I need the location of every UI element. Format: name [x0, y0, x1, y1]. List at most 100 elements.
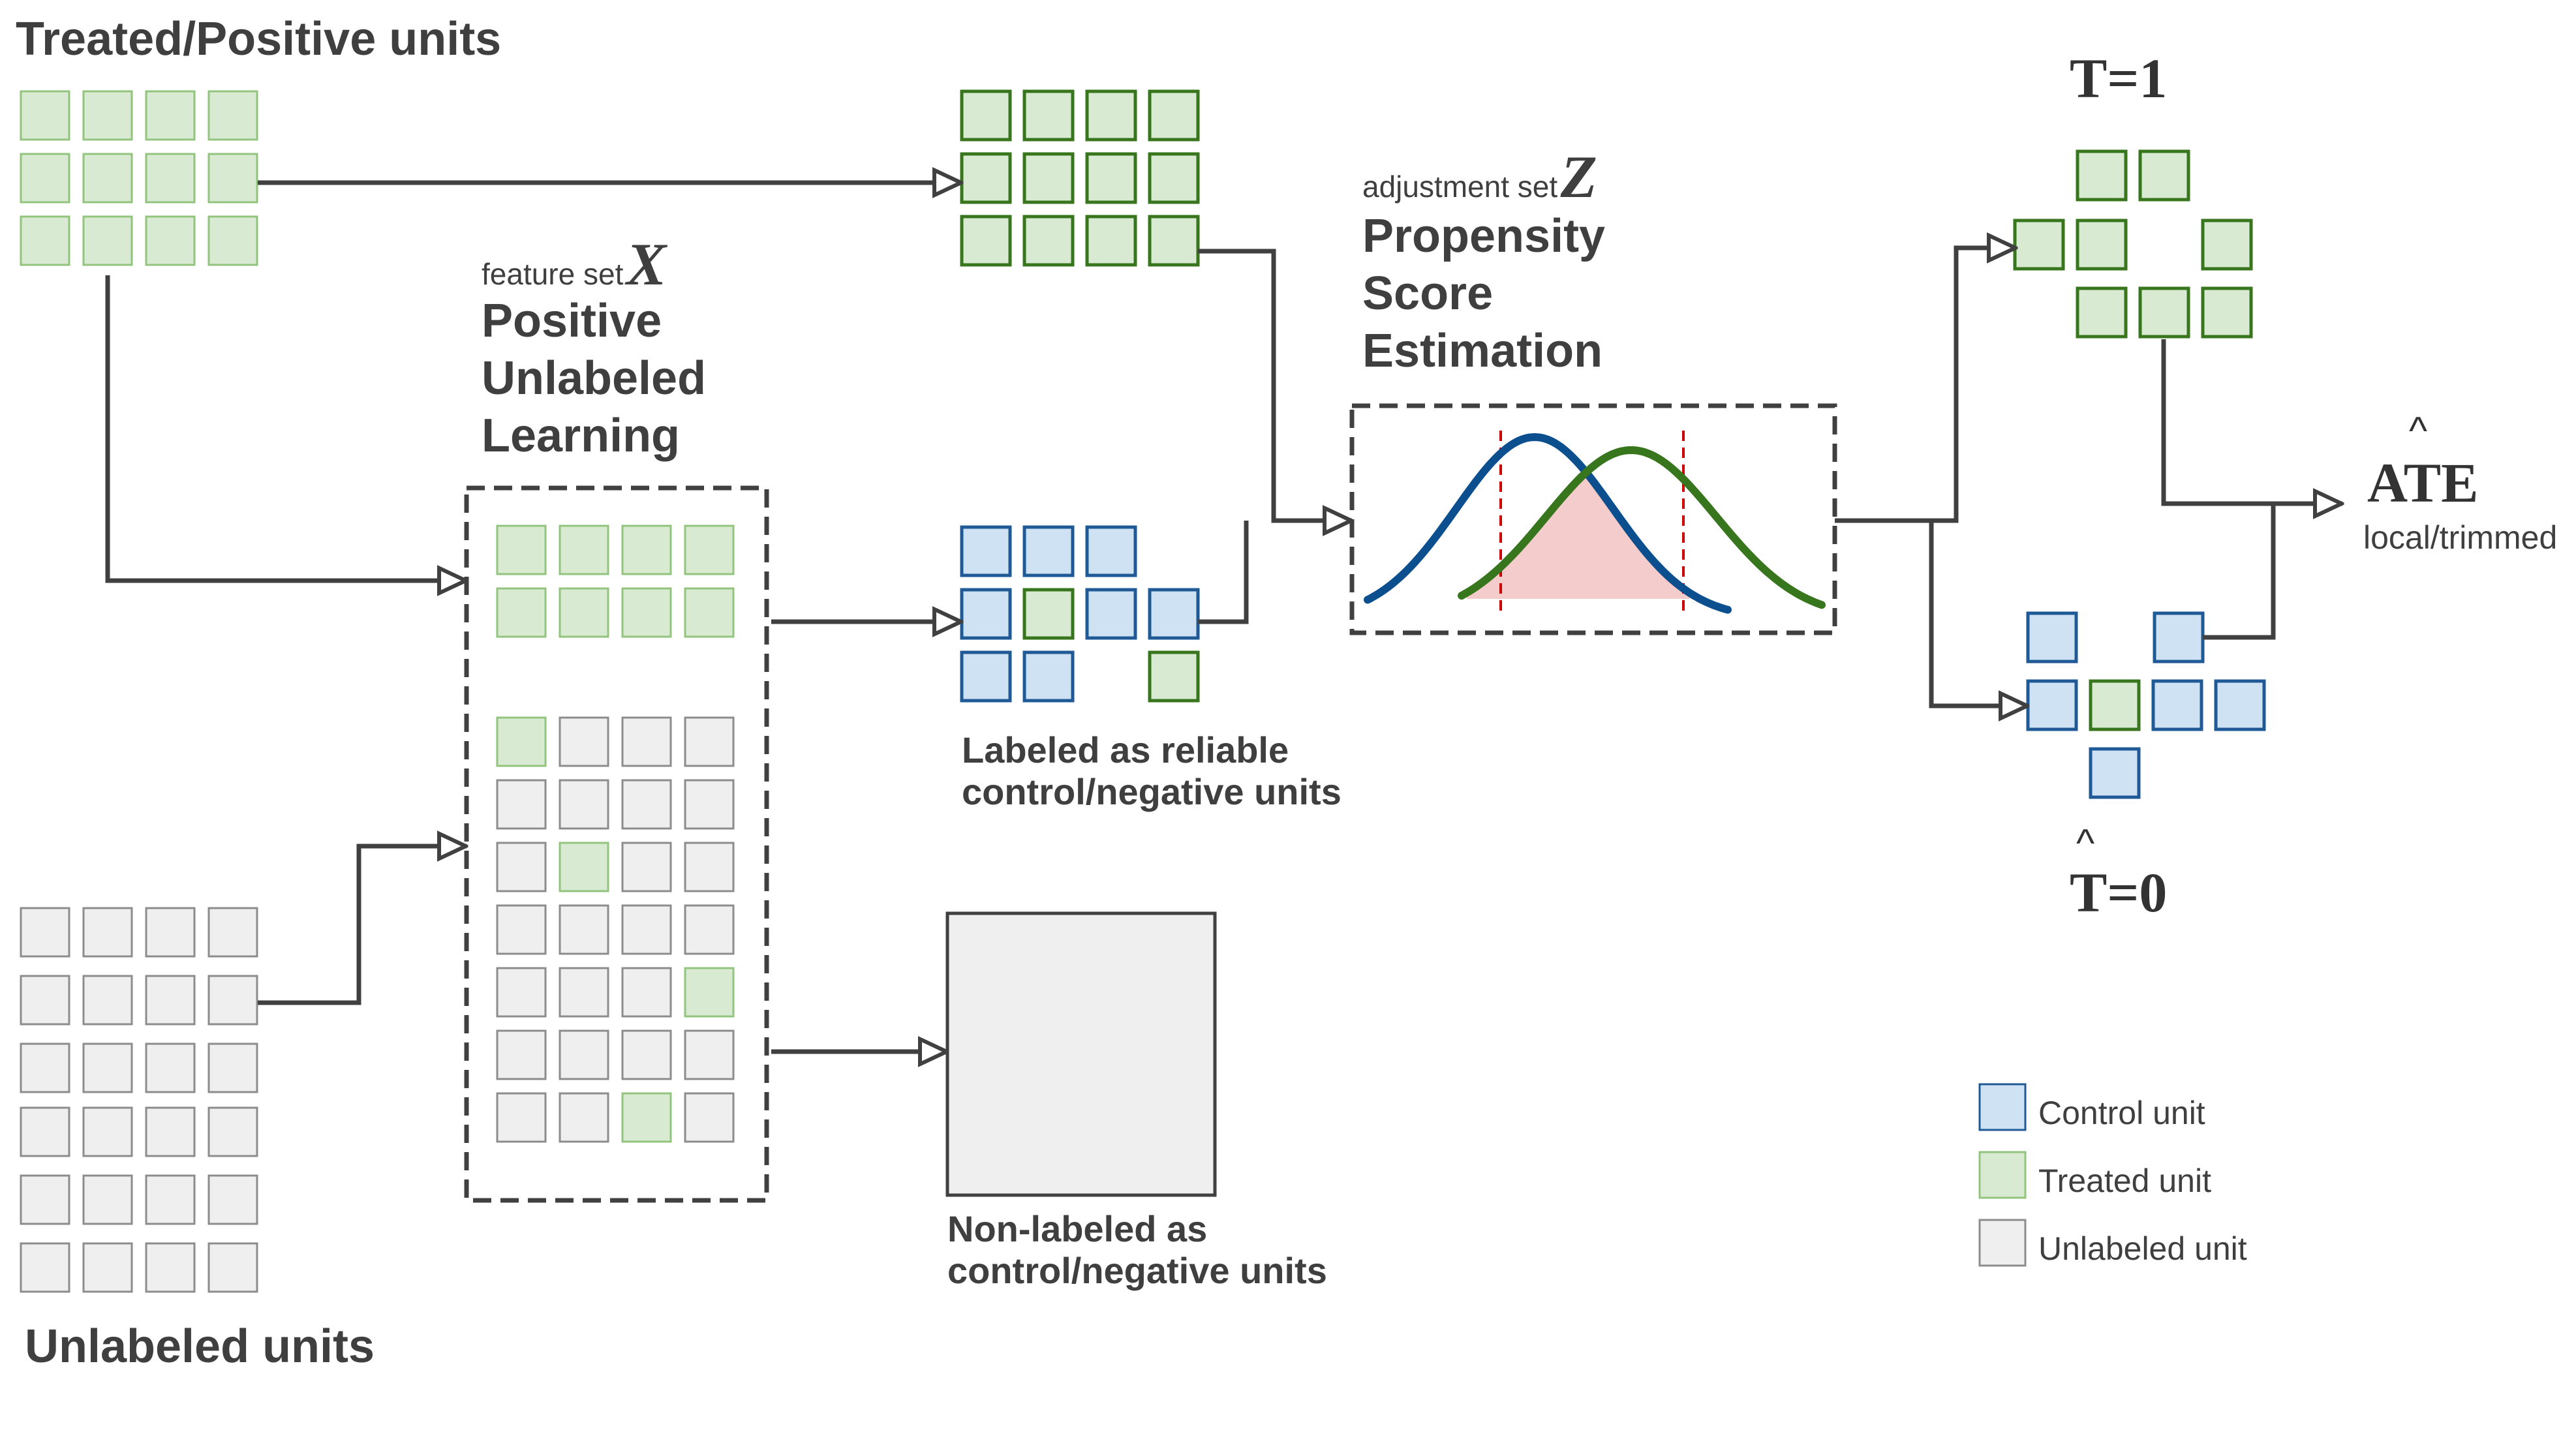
- treated-unit-square: [1085, 152, 1137, 204]
- treated-unit-square: [82, 215, 133, 266]
- pu-unit-square: [684, 1092, 735, 1143]
- feature-set-label: feature set X: [482, 230, 666, 299]
- unlabeled-unit-square: [207, 907, 258, 958]
- adjustment-set-prefix: adjustment set: [1362, 170, 1558, 204]
- treated-unit-square: [1148, 215, 1200, 267]
- treated-unit-square: [20, 215, 70, 266]
- feature-set-prefix: feature set: [482, 257, 624, 291]
- treated-unit-square: [1022, 215, 1075, 267]
- ate-hat: ^: [2409, 409, 2428, 453]
- t1-unit-square: [2201, 219, 2253, 271]
- pu-unit-square: [559, 716, 609, 767]
- unlabeled-unit-square: [145, 1042, 196, 1093]
- pu-unit-square: [496, 779, 547, 830]
- legend-unlabeled-label: Unlabeled unit: [2038, 1230, 2247, 1267]
- non-labeled-caption: Non-labeled as control/negative units: [947, 1208, 1327, 1291]
- overlap-region: [1467, 473, 1690, 599]
- treated-units-title: Treated/Positive units: [16, 13, 502, 65]
- treated-unit-square: [960, 152, 1012, 204]
- treated-unit-square: [145, 90, 196, 141]
- treated-unit-square: [207, 90, 258, 141]
- pu-unit-square: [496, 716, 547, 767]
- pu-learning-title: Positive Unlabeled Learning: [482, 295, 707, 462]
- treated-unit-square: [207, 153, 258, 204]
- treated-unit-square: [621, 587, 672, 638]
- pu-unit-square: [621, 904, 672, 955]
- t1-unit-square: [2076, 149, 2128, 202]
- legend-swatch-control: [1978, 1083, 2027, 1131]
- pu-unit-square: [684, 904, 735, 955]
- t0-unit-square: [2026, 611, 2078, 663]
- pu-unit-square: [684, 1029, 735, 1080]
- treated-unit-square: [1085, 215, 1137, 267]
- pu-unit-square: [559, 779, 609, 830]
- unlabeled-unit-square: [82, 1042, 133, 1093]
- pu-unit-square: [496, 967, 547, 1018]
- pu-unit-square: [559, 1029, 609, 1080]
- legend-treated-label: Treated unit: [2038, 1163, 2211, 1199]
- pu-unit-square: [621, 716, 672, 767]
- ate-label: ATE: [2367, 451, 2479, 514]
- propensity-title: Propensity Score Estimation: [1362, 210, 1606, 377]
- unlabeled-unit-square: [207, 1042, 258, 1093]
- pu-learning-box: [464, 485, 769, 1203]
- propensity-plot: [1364, 431, 1826, 614]
- reliable-unit-square: [1148, 588, 1200, 640]
- pu-unit-square: [496, 904, 547, 955]
- reliable-unit-square: [1022, 588, 1075, 640]
- reliable-unit-square: [960, 650, 1012, 703]
- treated-unit-square: [82, 90, 133, 141]
- unlabeled-unit-square: [82, 975, 133, 1026]
- t1-unit-square: [2013, 219, 2065, 271]
- unlabeled-unit-square: [145, 975, 196, 1026]
- pu-unit-square: [684, 967, 735, 1018]
- legend-swatch-treated: [1978, 1151, 2027, 1199]
- arrow-reliable-to-propensity: [1198, 521, 1249, 624]
- pu-unit-square: [621, 1092, 672, 1143]
- unlabeled-unit-square: [20, 975, 70, 1026]
- treated-unit-square: [496, 587, 547, 638]
- t0-hat: ^: [2076, 821, 2095, 865]
- unlabeled-unit-square: [20, 907, 70, 958]
- t1-unit-square: [2138, 149, 2190, 202]
- unlabeled-units-title: Unlabeled units: [25, 1320, 375, 1373]
- reliable-unit-square: [1085, 588, 1137, 640]
- pu-unit-square: [621, 967, 672, 1018]
- t1-unit-square: [2201, 286, 2253, 339]
- t0-unit-square: [2026, 679, 2078, 731]
- unlabeled-unit-square: [145, 1242, 196, 1293]
- unlabeled-unit-square: [20, 1174, 70, 1225]
- treated-unit-square: [1148, 152, 1200, 204]
- treated-unit-square: [20, 90, 70, 141]
- t0-unit-square: [2151, 679, 2203, 731]
- pu-unit-square: [621, 779, 672, 830]
- adjustment-set-label: adjustment set Z: [1362, 142, 1597, 211]
- treated-unit-square: [684, 525, 735, 575]
- flow-arrows: [105, 183, 2342, 1052]
- reliable-unit-square: [1022, 525, 1075, 577]
- unlabeled-unit-square: [145, 1174, 196, 1225]
- treated-unit-square: [20, 153, 70, 204]
- ate-subtitle: local/trimmed: [2363, 519, 2558, 556]
- pu-unit-square: [684, 716, 735, 767]
- pu-unit-square: [684, 842, 735, 892]
- treated-unit-square: [1085, 89, 1137, 142]
- unlabeled-unit-square: [82, 1174, 133, 1225]
- arrow-top-grid-to-propensity: [1198, 249, 1352, 521]
- t0-label: T=0: [2070, 861, 2168, 924]
- treated-unit-square: [960, 215, 1012, 267]
- arrow-t0-to-ate: [2203, 504, 2276, 640]
- unlabeled-unit-square: [145, 907, 196, 958]
- treated-unit-square: [145, 153, 196, 204]
- pu-unit-square: [559, 1092, 609, 1143]
- unlabeled-unit-square: [207, 1174, 258, 1225]
- pu-unit-square: [559, 967, 609, 1018]
- treated-unit-square: [1148, 89, 1200, 142]
- pu-unit-square: [621, 1029, 672, 1080]
- unlabeled-unit-square: [20, 1106, 70, 1157]
- pu-unit-square: [559, 842, 609, 892]
- treated-unit-square: [145, 215, 196, 266]
- unlabeled-unit-square: [207, 1106, 258, 1157]
- reliable-unit-square: [1022, 650, 1075, 703]
- treated-unit-square: [684, 587, 735, 638]
